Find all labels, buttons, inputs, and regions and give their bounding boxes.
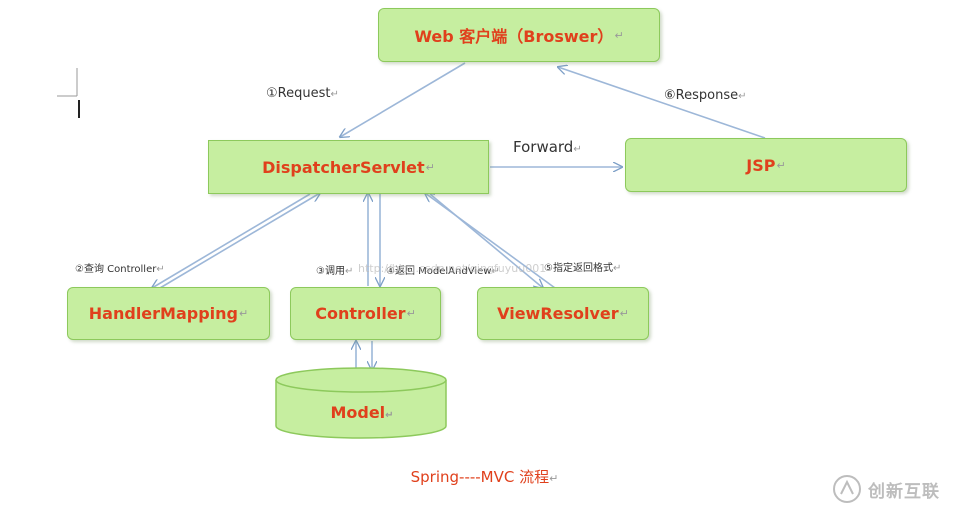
jsp-node: JSP↵ [625, 138, 907, 192]
jsp-label: JSP [746, 155, 776, 175]
brand-logo-icon [833, 475, 861, 503]
paragraph-mark: ↵ [385, 410, 394, 421]
dispatcher-servlet-label: DispatcherServlet [262, 157, 425, 177]
query-controller-label-wrap: ②查询 Controller↵ [75, 260, 165, 275]
return-model-and-view-label: ④返回 ModelAndView [386, 266, 492, 277]
view-resolver-label: ViewResolver [497, 304, 619, 323]
query-controller-arrow [152, 193, 311, 288]
request-label: ①Request [266, 86, 331, 101]
forward-label: Forward [513, 138, 574, 156]
paragraph-mark: ↵ [344, 266, 354, 277]
paragraph-mark: ↵ [156, 264, 165, 275]
brand-watermark: 创新互联 [832, 474, 940, 504]
request-arrow [340, 62, 466, 137]
paragraph-mark: ↵ [573, 144, 582, 155]
paragraph-mark: ↵ [776, 158, 786, 172]
specify-format-arrow [425, 193, 556, 289]
response-arrow [558, 67, 766, 139]
web-client-node: Web 客户端（Broswer）↵ [378, 8, 660, 62]
controller-label: Controller [315, 304, 406, 323]
web-client-label: Web 客户端（Broswer） [414, 27, 614, 46]
model-label: Model [330, 403, 386, 422]
specify-format-label-wrap: ⑤指定返回格式↵ [544, 259, 621, 274]
paragraph-mark: ↵ [619, 307, 629, 320]
model-label-wrap: Model↵ [274, 403, 450, 422]
handler-return-arrow [159, 193, 320, 289]
query-controller-label: ②查询 Controller [75, 264, 157, 275]
controller-node: Controller↵ [290, 287, 441, 340]
faint-url-watermark: http://blog.csdn.net/qingfuyuu001 [358, 262, 547, 275]
dispatcher-servlet-node: DispatcherServlet↵ [208, 140, 489, 194]
paragraph-mark: ↵ [406, 307, 416, 320]
invoke-label: ③调用 [316, 266, 345, 277]
paragraph-mark: ↵ [614, 28, 624, 42]
specify-format-label: ⑤指定返回格式 [544, 263, 613, 274]
brand-watermark-text: 创新互联 [868, 481, 940, 502]
paragraph-mark: ↵ [239, 307, 249, 320]
text-cursor-icon [57, 68, 80, 118]
request-label-wrap: ①Request↵ [266, 86, 339, 101]
forward-label-wrap: Forward↵ [513, 138, 582, 156]
paragraph-mark: ↵ [491, 266, 500, 277]
diagram-caption: Spring----MVC 流程↵ [0, 466, 969, 487]
response-label: ⑥Response [664, 88, 739, 103]
view-resolver-node: ViewResolver↵ [477, 287, 649, 340]
paragraph-mark: ↵ [425, 160, 435, 174]
response-label-wrap: ⑥Response↵ [664, 88, 746, 103]
handler-mapping-label: HandlerMapping [88, 304, 238, 323]
paragraph-mark: ↵ [612, 263, 622, 274]
return-model-and-view-label-wrap: ④返回 ModelAndView↵ [386, 262, 500, 277]
paragraph-mark: ↵ [738, 91, 747, 102]
caption-text: Spring----MVC 流程 [410, 468, 550, 486]
paragraph-mark: ↵ [330, 89, 339, 100]
handler-mapping-node: HandlerMapping↵ [67, 287, 270, 340]
paragraph-mark: ↵ [549, 472, 559, 485]
invoke-label-wrap: ③调用↵ [316, 262, 353, 277]
model-cylinder [275, 367, 447, 439]
